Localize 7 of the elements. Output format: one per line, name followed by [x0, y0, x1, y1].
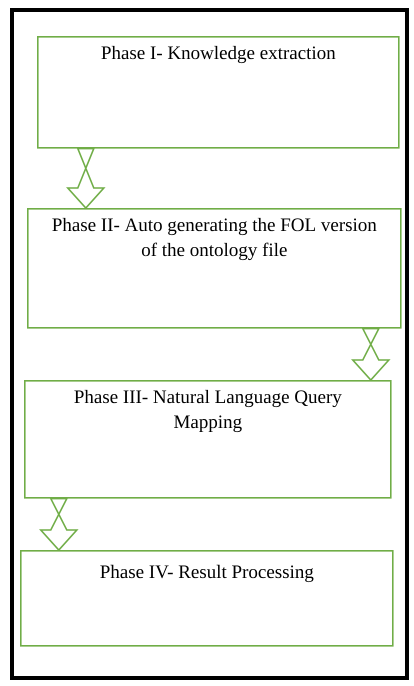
- block-arrow: [66, 148, 106, 210]
- process-box: Phase II- Auto generating the FOL version of the ontology file: [27, 208, 402, 329]
- block-arrow: [39, 498, 79, 552]
- process-box: Phase III- Natural Language Query Mapping: [24, 380, 392, 499]
- process-box: Phase IV- Result Processing: [20, 550, 394, 647]
- block-arrow: [351, 328, 391, 382]
- process-box: Phase I- Knowledge extraction: [37, 36, 400, 149]
